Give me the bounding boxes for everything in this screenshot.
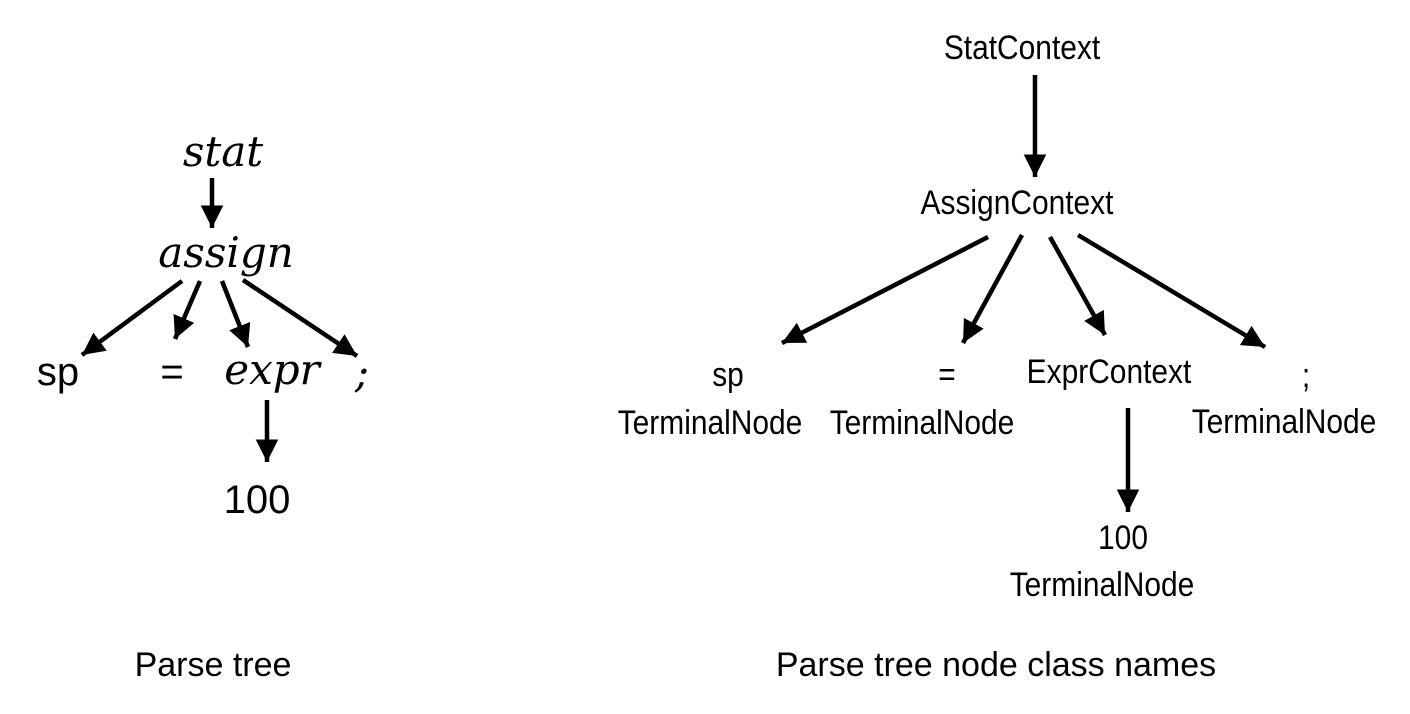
node-sp-terminalnode: TerminalNode [617,404,803,442]
edge-assign-sp [80,279,184,357]
caption-parse-tree-node-class-names: Parse tree node class names [775,646,1217,684]
node-statcontext: StatContext [943,29,1101,67]
edge-assigncontext-eq [961,233,1024,345]
node-stat: stat [182,127,264,176]
node-100-terminalnode: TerminalNode [1009,566,1195,604]
edge-assigncontext-exprcontext [1048,235,1107,337]
node-semicolon-terminalnode: TerminalNode [1191,403,1377,441]
edge-assigncontext-sp [780,234,990,346]
edge-assigncontext-semi [1076,233,1267,349]
node-equals: = [160,350,184,394]
node-sp-label: sp [712,356,744,394]
edge-assign-semi [241,278,359,358]
node-exprcontext: ExprContext [1026,353,1192,391]
node-100: 100 [223,478,291,522]
caption-parse-tree: Parse tree [134,646,292,684]
edge-assign-expr [219,280,251,348]
node-100-label: 100 [1098,519,1148,557]
node-equals-label: = [938,356,956,394]
node-semicolon-label: ; [1301,357,1311,395]
node-equals-terminalnode: TerminalNode [829,404,1015,442]
node-sp: sp [36,350,80,394]
node-semicolon: ; [354,348,370,397]
edge-assign-eq [172,280,203,340]
node-assigncontext: AssignContext [920,184,1114,222]
node-assign: assign [158,228,294,277]
node-expr: expr [224,345,320,394]
